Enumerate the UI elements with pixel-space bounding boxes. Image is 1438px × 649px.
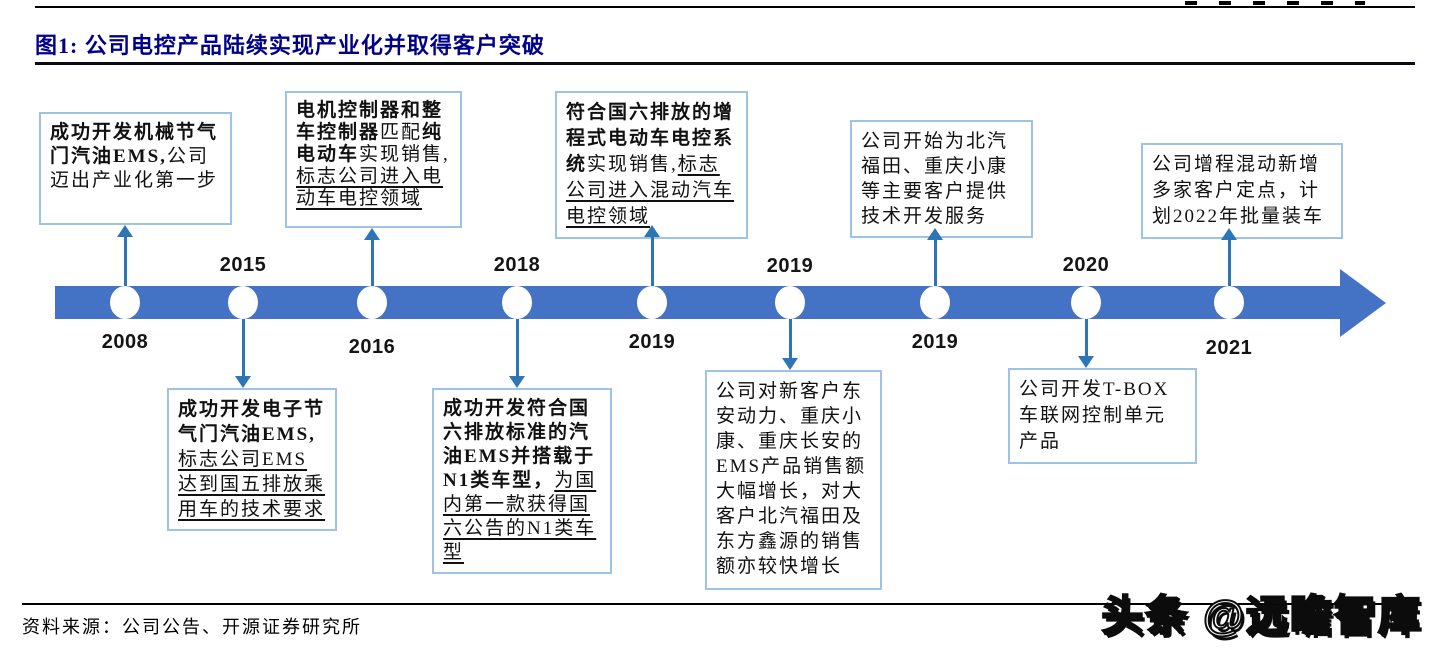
arrow-up-icon-2021 (1221, 228, 1237, 240)
arrow-down-icon-2019-customers (782, 358, 798, 370)
connector-2018 (516, 319, 519, 377)
event-text-segment: 电机控制器和整车控制器 (296, 100, 444, 143)
figure-title: 图1: 公司电控产品陆续实现产业化并取得客户突破 (35, 33, 545, 58)
year-label-2019-erev: 2019 (628, 331, 676, 353)
timeline-bar (55, 286, 1342, 319)
timeline-node-2020 (1071, 286, 1101, 319)
event-text-segment: 匹配 (380, 122, 423, 143)
timeline-node-2016 (357, 286, 387, 319)
event-text-segment: 公司迈出产业化第一步 (50, 146, 219, 191)
connector-2019-erev (651, 236, 654, 286)
event-box-2020-tbox: 公司开发T-BOX车联网控制单元产品 (1008, 368, 1197, 464)
arrow-down-icon-2015 (235, 376, 251, 388)
arrow-up-icon-2016 (364, 228, 380, 240)
connector-2016 (371, 239, 374, 286)
event-box-2021-erev-customers: 公司增程混动新增多家客户定点，计划2022年批量装车 (1141, 143, 1343, 239)
year-label-2008: 2008 (101, 331, 149, 353)
connector-2019-services (934, 239, 937, 286)
year-label-2019-services: 2019 (911, 331, 959, 353)
event-text-segment: 成功开发电子节气门汽油EMS, (178, 399, 326, 445)
arrow-up-icon-2019-services (927, 228, 943, 240)
event-text-segment: 成功开发符合国六排放标准的汽油EMS并搭载于N1类车型， (443, 398, 596, 491)
event-box-2018-n1-ems: 成功开发符合国六排放标准的汽油EMS并搭载于N1类车型，为国内第一款获得国六公告… (432, 388, 612, 574)
event-text-segment: 公司开始为北汽福田、重庆小康等主要客户提供技术开发服务 (861, 131, 1009, 227)
timeline-node-2018 (502, 286, 532, 319)
event-box-2016-motor-controller: 电机控制器和整车控制器匹配纯电动车实现销售,标志公司进入电动车电控领域 (285, 91, 462, 228)
timeline-node-2019-services (920, 286, 950, 319)
year-label-2016: 2016 (348, 336, 396, 358)
event-text-segment: 成功开发机械节气门汽油EMS, (50, 122, 219, 167)
source-note: 资料来源：公司公告、开源证券研究所 (22, 617, 362, 637)
top-rule (35, 6, 1415, 8)
event-text-segment: 标志公司进入电动车电控领域 (296, 166, 444, 209)
year-label-2021: 2021 (1205, 337, 1253, 359)
timeline-node-2021 (1214, 286, 1244, 319)
arrow-down-icon-2018 (509, 376, 525, 388)
event-text-segment: 实现销售, (587, 154, 678, 175)
timeline-node-2015 (228, 286, 258, 319)
connector-2019-customers (789, 319, 792, 359)
event-box-2008-mechanical-ems: 成功开发机械节气门汽油EMS,公司迈出产业化第一步 (39, 112, 232, 225)
event-text-segment: 为国内第一款获得国六公告的N1类车型 (443, 470, 597, 563)
year-label-2015: 2015 (219, 254, 267, 276)
event-text-segment: 符合国六排放的增程式电动车电控系统 (566, 102, 735, 175)
timeline-node-2019-customers (775, 286, 805, 319)
timeline-node-2019-erev (637, 286, 667, 319)
event-text-segment: 标志公司进入混动汽车电控领域 (566, 154, 735, 227)
connector-2021 (1228, 239, 1231, 286)
event-text-segment: 标志公司EMS达到国五排放乘用车的技术要求 (178, 449, 326, 520)
watermark-toutiao-yuanzhan: 头条 @远瞻智库 (1100, 591, 1422, 640)
event-box-2015-electronic-ems: 成功开发电子节气门汽油EMS,标志公司EMS达到国五排放乘用车的技术要求 (167, 388, 337, 531)
event-box-2019-erev-control: 符合国六排放的增程式电动车电控系统实现销售,标志公司进入混动汽车电控领域 (555, 91, 748, 239)
connector-2020 (1085, 319, 1088, 357)
event-text-segment: 公司增程混动新增多家客户定点，计划2022年批量装车 (1152, 154, 1325, 227)
event-text-segment: 纯电动车 (296, 122, 444, 165)
event-text-segment: 公司对新客户东安动力、重庆小康、重庆长安的EMS产品销售额大幅增长，对大客户北汽… (716, 381, 867, 577)
event-text-segment: 公司开发T-BOX车联网控制单元产品 (1019, 379, 1170, 452)
event-box-2019-customer-sales: 公司对新客户东安动力、重庆小康、重庆长安的EMS产品销售额大幅增长，对大客户北汽… (705, 370, 882, 590)
arrow-down-icon-2020 (1078, 356, 1094, 368)
event-box-2019-tech-services: 公司开始为北汽福田、重庆小康等主要客户提供技术开发服务 (850, 120, 1033, 238)
year-label-2019-customers: 2019 (766, 255, 814, 277)
timeline-arrowhead-icon (1340, 269, 1386, 337)
bottom-rule (22, 603, 1416, 605)
year-label-2018: 2018 (493, 254, 541, 276)
timeline-node-2008 (110, 286, 140, 319)
clipped-header-remnant (1185, 1, 1365, 5)
arrow-up-icon-2008 (117, 225, 133, 237)
connector-2008 (124, 236, 127, 286)
arrow-up-icon-2019-erev (644, 225, 660, 237)
title-underline-rule (35, 62, 1415, 65)
connector-2015 (242, 319, 245, 377)
event-text-segment: 实现销售, (359, 144, 450, 165)
year-label-2020: 2020 (1062, 254, 1110, 276)
